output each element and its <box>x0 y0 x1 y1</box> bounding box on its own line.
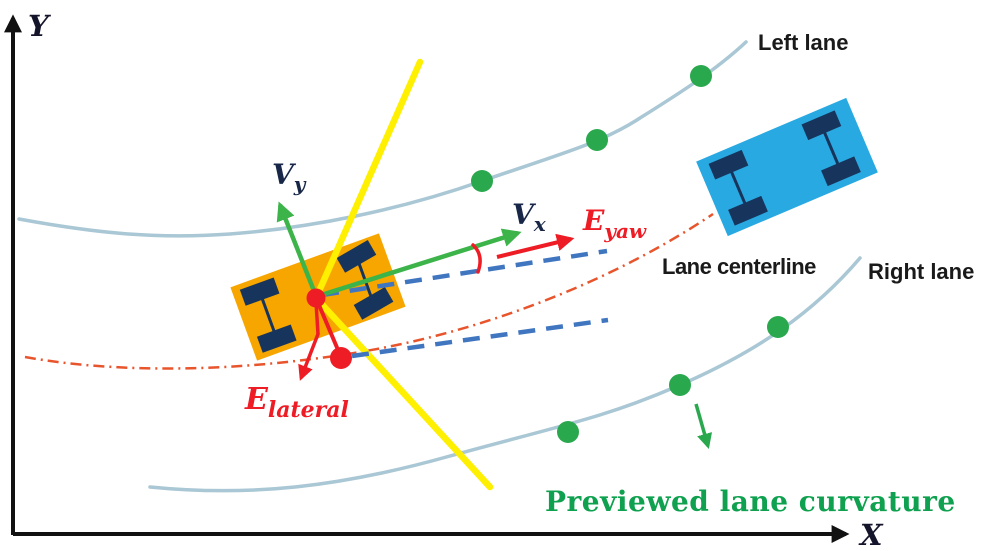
left-lane-label: Left lane <box>758 30 848 55</box>
lane-sample-points <box>471 65 789 443</box>
right-lane-point-3 <box>767 316 789 338</box>
vy-label-base: V <box>272 158 297 191</box>
x-axis-label: X <box>858 518 884 551</box>
lateral-error-label: Elateral <box>244 382 349 423</box>
vx-label: Vx <box>512 198 547 236</box>
right-lane-label: Right lane <box>868 259 974 284</box>
lead-wheel-front-right <box>821 156 861 187</box>
vy-vector-arrow <box>276 201 319 297</box>
vx-label-base: V <box>512 198 537 231</box>
ego-wheel-front-right <box>353 287 394 320</box>
ego-wheel-rear-right <box>256 324 297 353</box>
lane-centerline-label: Lane centerline <box>662 254 816 279</box>
previewed-lane-curvature-label: Previewed lane curvature <box>545 485 956 518</box>
lateral-error-sub: lateral <box>268 397 349 423</box>
centerline-projection-point <box>330 347 352 369</box>
y-axis-label: Y <box>28 9 52 43</box>
left-lane-curve <box>17 40 748 238</box>
lane-heading-dashed-lower <box>351 317 609 359</box>
lane-heading-dashed-upper <box>321 248 608 298</box>
lead-vehicle-body <box>696 97 878 237</box>
vx-label-sub: x <box>533 212 547 236</box>
coordinate-axes: Y X <box>4 9 884 551</box>
vehicle-cg-point <box>306 288 326 308</box>
lead-wheel-rear-right <box>728 195 768 226</box>
lateral-error-base: E <box>244 382 269 417</box>
right-lane-point-1 <box>557 421 579 443</box>
lateral-error-segment <box>314 297 343 358</box>
error-annotations <box>298 233 575 381</box>
yaw-error-label: Eyaw <box>582 204 647 243</box>
ego-wheel-rear-left <box>239 277 280 306</box>
yaw-error-arrow <box>496 233 575 259</box>
yaw-angle-tick <box>471 243 482 274</box>
left-lane-point-3 <box>690 65 712 87</box>
yaw-error-sub: yaw <box>603 219 647 243</box>
lead-wheel-front-left <box>801 110 842 141</box>
vy-label: Vy <box>272 158 307 196</box>
right-lane-point-2 <box>669 374 691 396</box>
ego-wheel-front-left <box>336 240 377 273</box>
lane-centerline-curve <box>24 212 714 370</box>
left-lane-point-2 <box>586 129 608 151</box>
vx-vector-arrow <box>317 228 522 299</box>
vy-label-sub: y <box>293 172 307 196</box>
lateral-error-arrow <box>298 301 320 381</box>
yaw-error-base: E <box>582 204 605 237</box>
preview-curvature-callout-arrow <box>694 403 713 449</box>
lead-wheel-rear-left <box>708 149 749 180</box>
lead-vehicle <box>696 97 878 237</box>
left-lane-point-1 <box>471 170 493 192</box>
